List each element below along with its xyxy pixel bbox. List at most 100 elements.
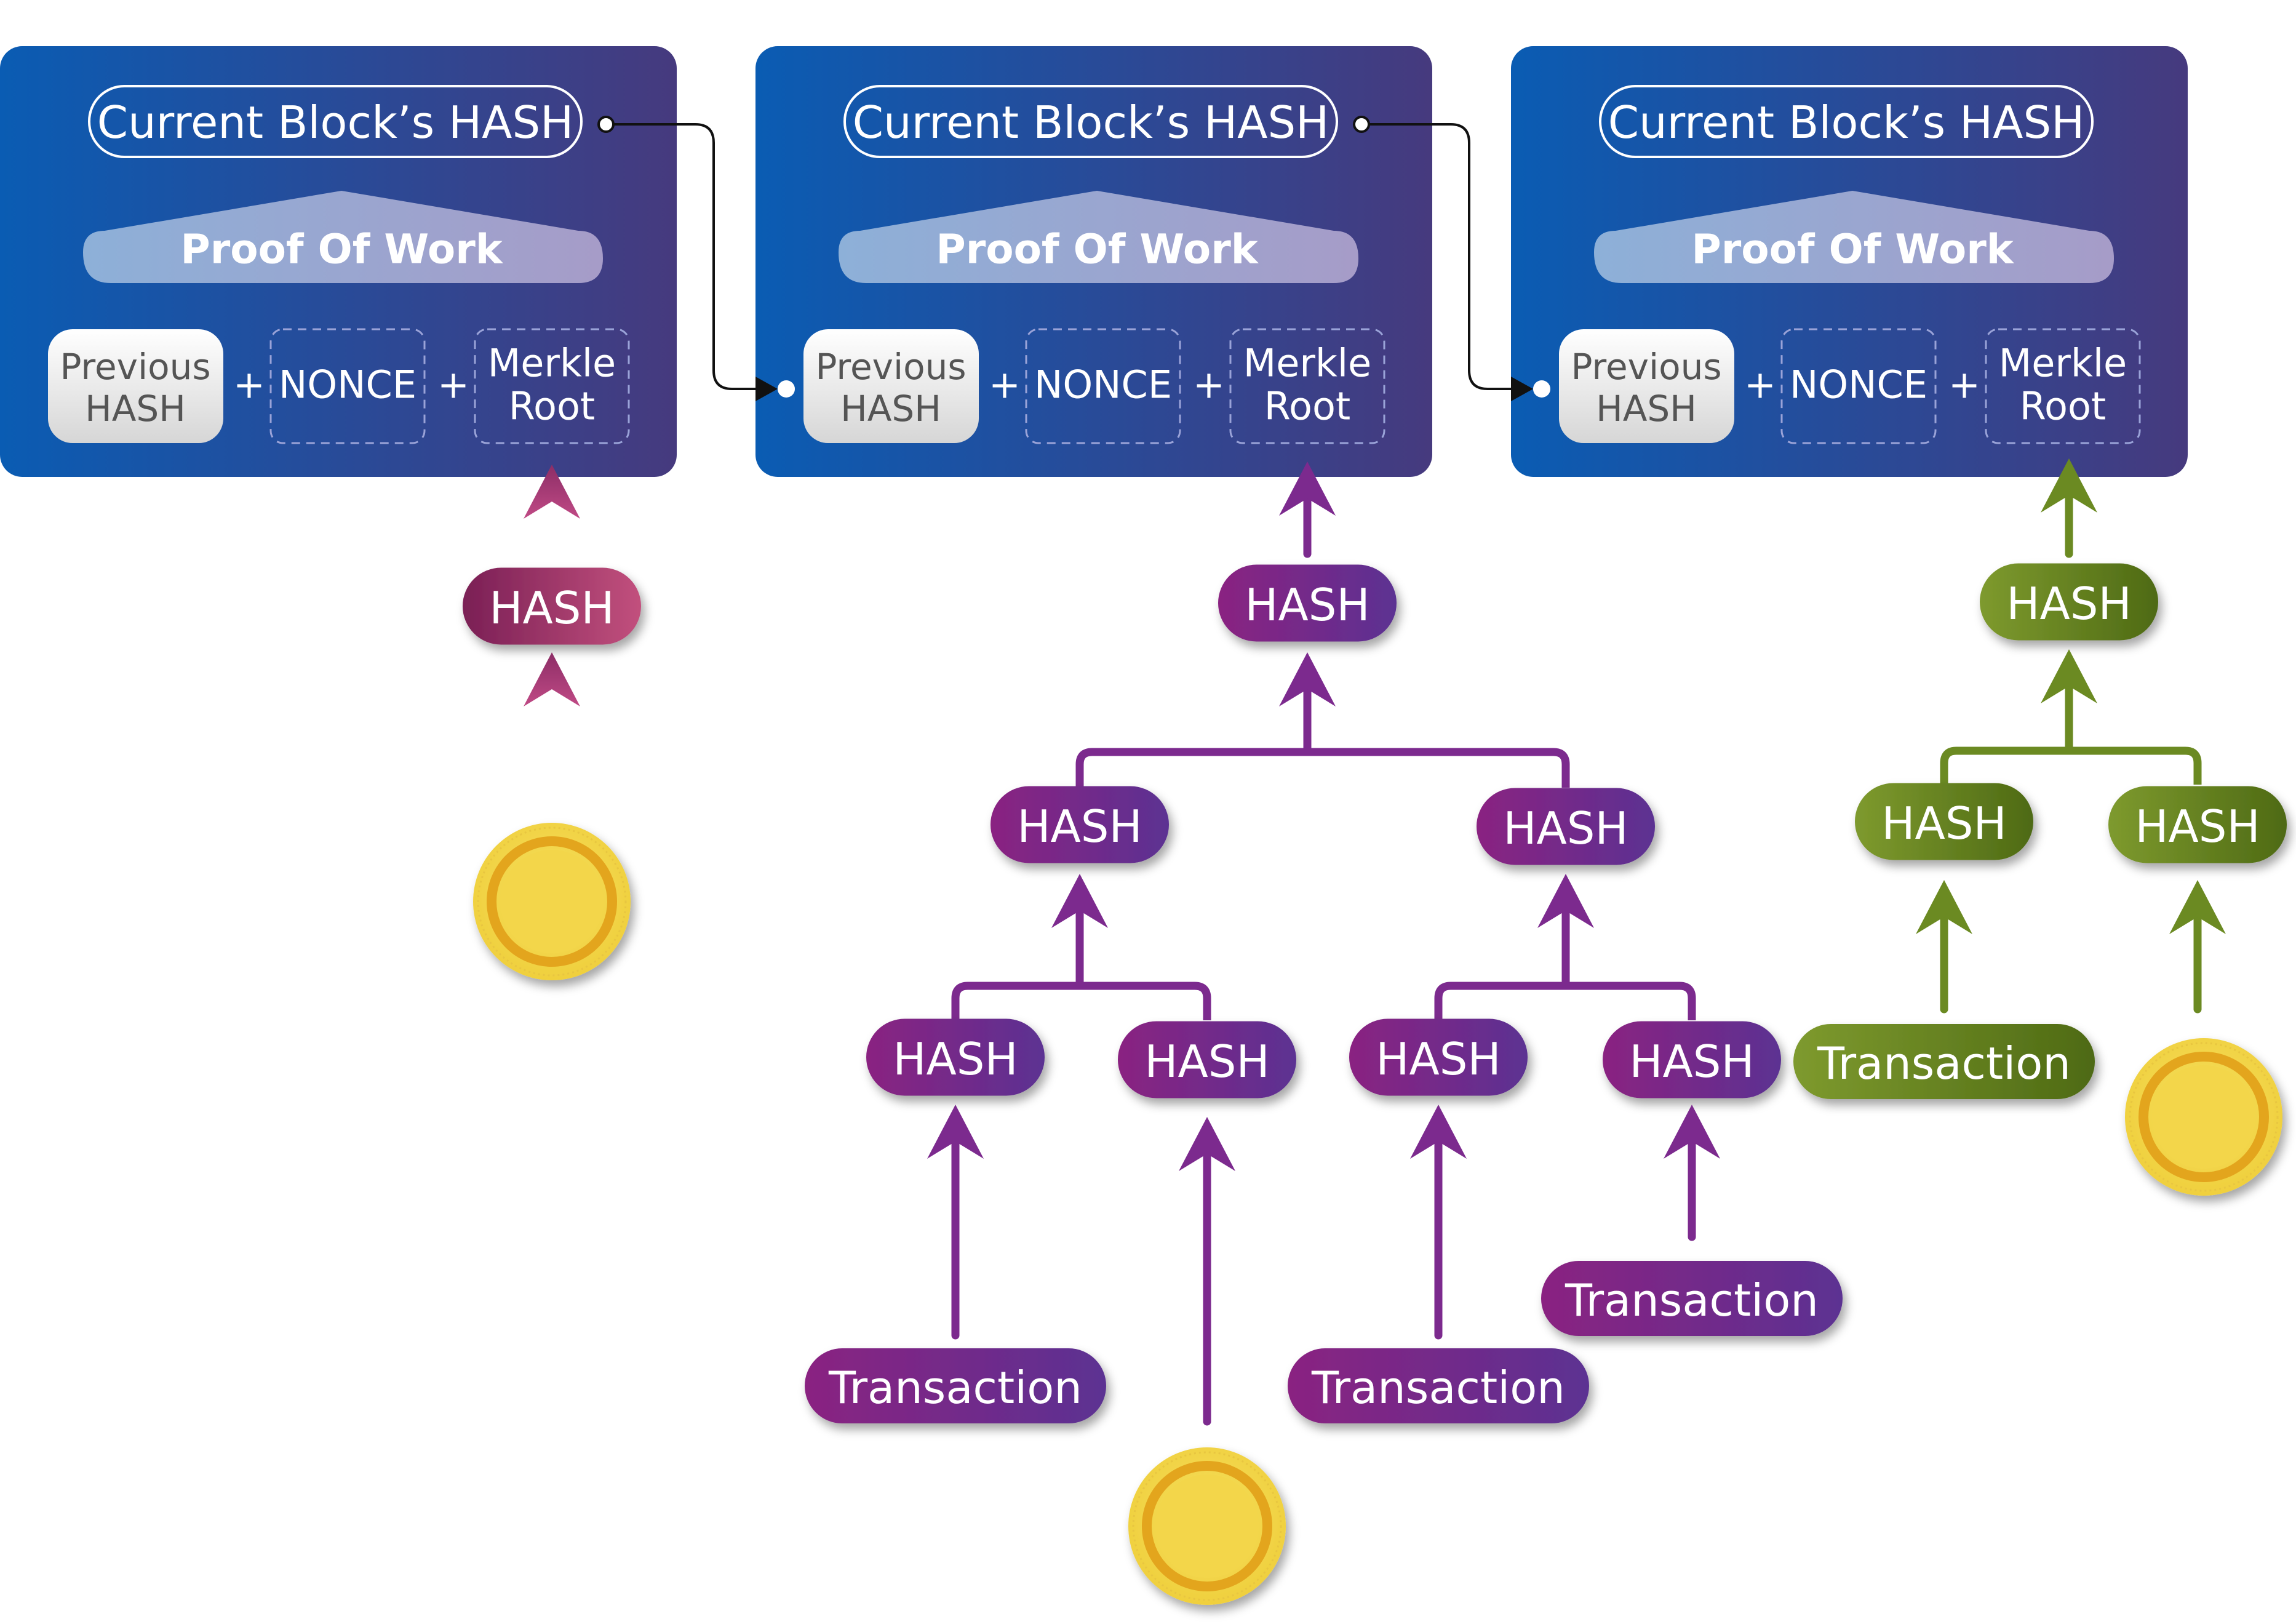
nonce-label: NONCE [279,362,417,407]
block-3: Current Block’s HASH Proof Of WorkPreviou… [1511,46,2188,477]
tree-connector [1434,982,1696,1020]
nonce-field: NONCE [1025,328,1181,444]
hash-node: HASH [463,567,641,645]
merkle-root-line1: Merkle [488,341,616,386]
previous-hash-line2: HASH [840,388,941,430]
hash-node: HASH [991,786,1169,863]
merkle-root-line2: Root [1264,384,1350,429]
plus-sign: + [1744,362,1776,407]
up-arrow [1179,1117,1235,1426]
merkle-root-line1: Merkle [1243,341,1371,386]
transaction-node-label: Transaction [828,1362,1082,1414]
proof-of-work: Proof Of Work [1594,191,2114,283]
up-arrow [1279,462,1336,558]
block-1: Current Block’s HASH Proof Of WorkPreviou… [0,46,677,477]
proof-of-work-label: Proof Of Work [180,226,503,273]
up-arrow [1916,880,1972,1014]
previous-hash-line2: HASH [85,388,186,430]
up-arrow [524,465,580,561]
hash-node-label: HASH [1017,801,1142,852]
proof-of-work-label: Proof Of Work [1691,226,2014,273]
plus-sign: + [1193,362,1225,407]
hash-node: HASH [1603,1021,1781,1098]
previous-hash-line1: Previous [1571,346,1721,388]
transaction-node: Transaction [1793,1024,2095,1099]
plus-sign: + [989,362,1021,407]
hash-node: HASH [2108,786,2287,863]
plus-sign: + [1948,362,1980,407]
hash-node-label: HASH [1503,802,1628,854]
hash-node-label: HASH [2006,578,2131,630]
hash-node: HASH [1477,788,1655,865]
block-link-1 [597,116,795,401]
current-hash-label: Current Block’s HASH [97,97,574,148]
nonce-field: NONCE [1780,328,1937,444]
nonce-label: NONCE [1790,362,1927,407]
merkle-tree-3: HASH HASH HASH Transaction [1793,458,2287,1196]
up-arrow [1410,1105,1467,1340]
current-hash-label: Current Block’s HASH [853,97,1329,148]
coin-icon [473,823,631,980]
up-arrow [1279,652,1336,755]
current-block-hash: Current Block’s HASH [88,85,583,158]
tree-connector [1075,748,1570,788]
current-block-hash: Current Block’s HASH [843,85,1338,158]
up-arrow [2041,458,2097,558]
previous-hash-line2: HASH [1596,388,1697,430]
hash-node-label: HASH [1376,1033,1501,1085]
nonce-field: NONCE [269,328,426,444]
current-hash-label: Current Block’s HASH [1608,97,2085,148]
up-arrow [1051,874,1108,989]
up-arrow [2041,649,2097,754]
hash-node: HASH [1855,783,2033,860]
up-arrow [927,1105,984,1340]
hash-node-label: HASH [1881,798,2006,849]
transaction-node-label: Transaction [1817,1038,2071,1089]
proof-of-work-label: Proof Of Work [936,226,1259,273]
proof-of-work: Proof Of Work [83,191,603,283]
merkle-root-line2: Root [2020,384,2106,429]
arrowhead-icon [1511,377,1533,401]
hash-node-label: HASH [2135,801,2260,852]
coin-icon [1128,1447,1286,1605]
hash-node: HASH [1980,563,2158,641]
tree-connector [1940,746,2202,785]
hash-node-label: HASH [893,1033,1018,1085]
link-dot [1533,380,1550,398]
block-2: Current Block’s HASH Proof Of WorkPreviou… [755,46,1432,477]
transaction-node: Transaction [1288,1348,1589,1423]
hash-node: HASH [1349,1018,1528,1096]
transaction-node: Transaction [805,1348,1106,1423]
up-arrow [1537,874,1594,989]
plus-sign: + [233,362,265,407]
coin-icon [2125,1038,2282,1196]
up-arrow [1664,1105,1720,1241]
proof-of-work: Proof Of Work [839,191,1358,283]
previous-hash-line1: Previous [60,346,210,388]
hash-node: HASH [1118,1021,1296,1098]
hash-node-label: HASH [489,582,614,634]
transaction-node-label: Transaction [1311,1362,1565,1414]
up-arrow [524,652,580,804]
transaction-node-label: Transaction [1565,1274,1819,1326]
hash-node-label: HASH [1144,1036,1269,1087]
up-arrow [2169,880,2226,1014]
current-block-hash: Current Block’s HASH [1599,85,2094,158]
arrowhead-icon [755,377,778,401]
merkle-root-line1: Merkle [1999,341,2127,386]
transaction-node: Transaction [1541,1261,1843,1336]
tree-connector [951,982,1211,1020]
hash-node-label: HASH [1629,1036,1754,1087]
hash-node: HASH [1218,564,1397,642]
plus-sign: + [437,362,469,407]
merkle-root-line2: Root [509,384,595,429]
previous-hash-line1: Previous [815,346,966,388]
merkle-tree-1: HASH [463,465,641,980]
